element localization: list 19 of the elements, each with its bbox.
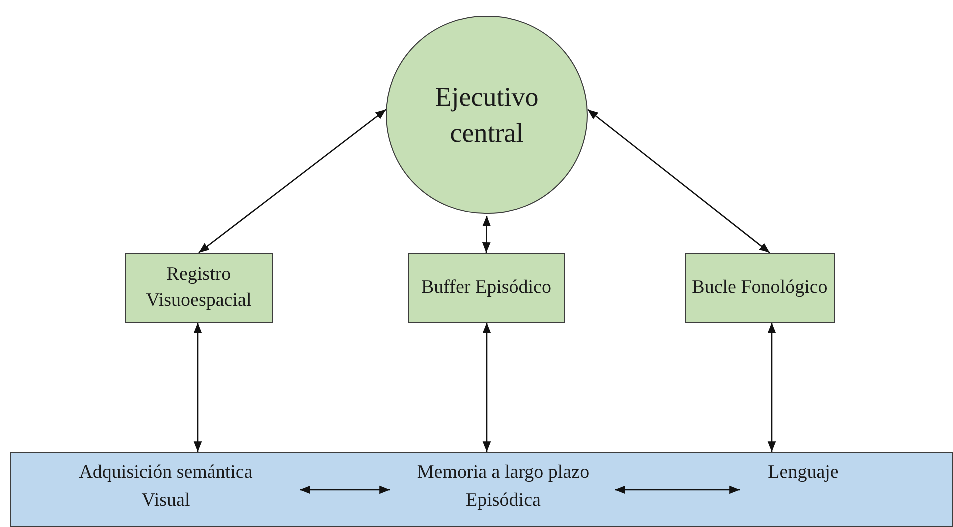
process-box (685, 253, 835, 323)
band-box (10, 452, 953, 527)
double-arrow (768, 323, 776, 452)
double-arrow (194, 323, 202, 452)
double-arrow (482, 323, 492, 452)
process-box (125, 253, 273, 323)
node-label: Adquisición semántica Visual (78, 461, 254, 513)
process-box (408, 253, 565, 323)
double-arrow (198, 109, 387, 254)
node-label: Lenguaje (768, 461, 839, 485)
double-arrow (300, 486, 390, 494)
double-arrow (615, 486, 740, 494)
node-label: Ejecutivo central (434, 81, 540, 150)
node-label: Memoria a largo plazo Episódica (416, 461, 591, 513)
double-arrow (482, 216, 492, 253)
double-arrow (587, 109, 770, 254)
node-label: Bucle Fonológico (692, 276, 828, 300)
node-label: Registro Visuoespacial (145, 263, 253, 313)
node-label: Buffer Episódico (422, 276, 552, 300)
